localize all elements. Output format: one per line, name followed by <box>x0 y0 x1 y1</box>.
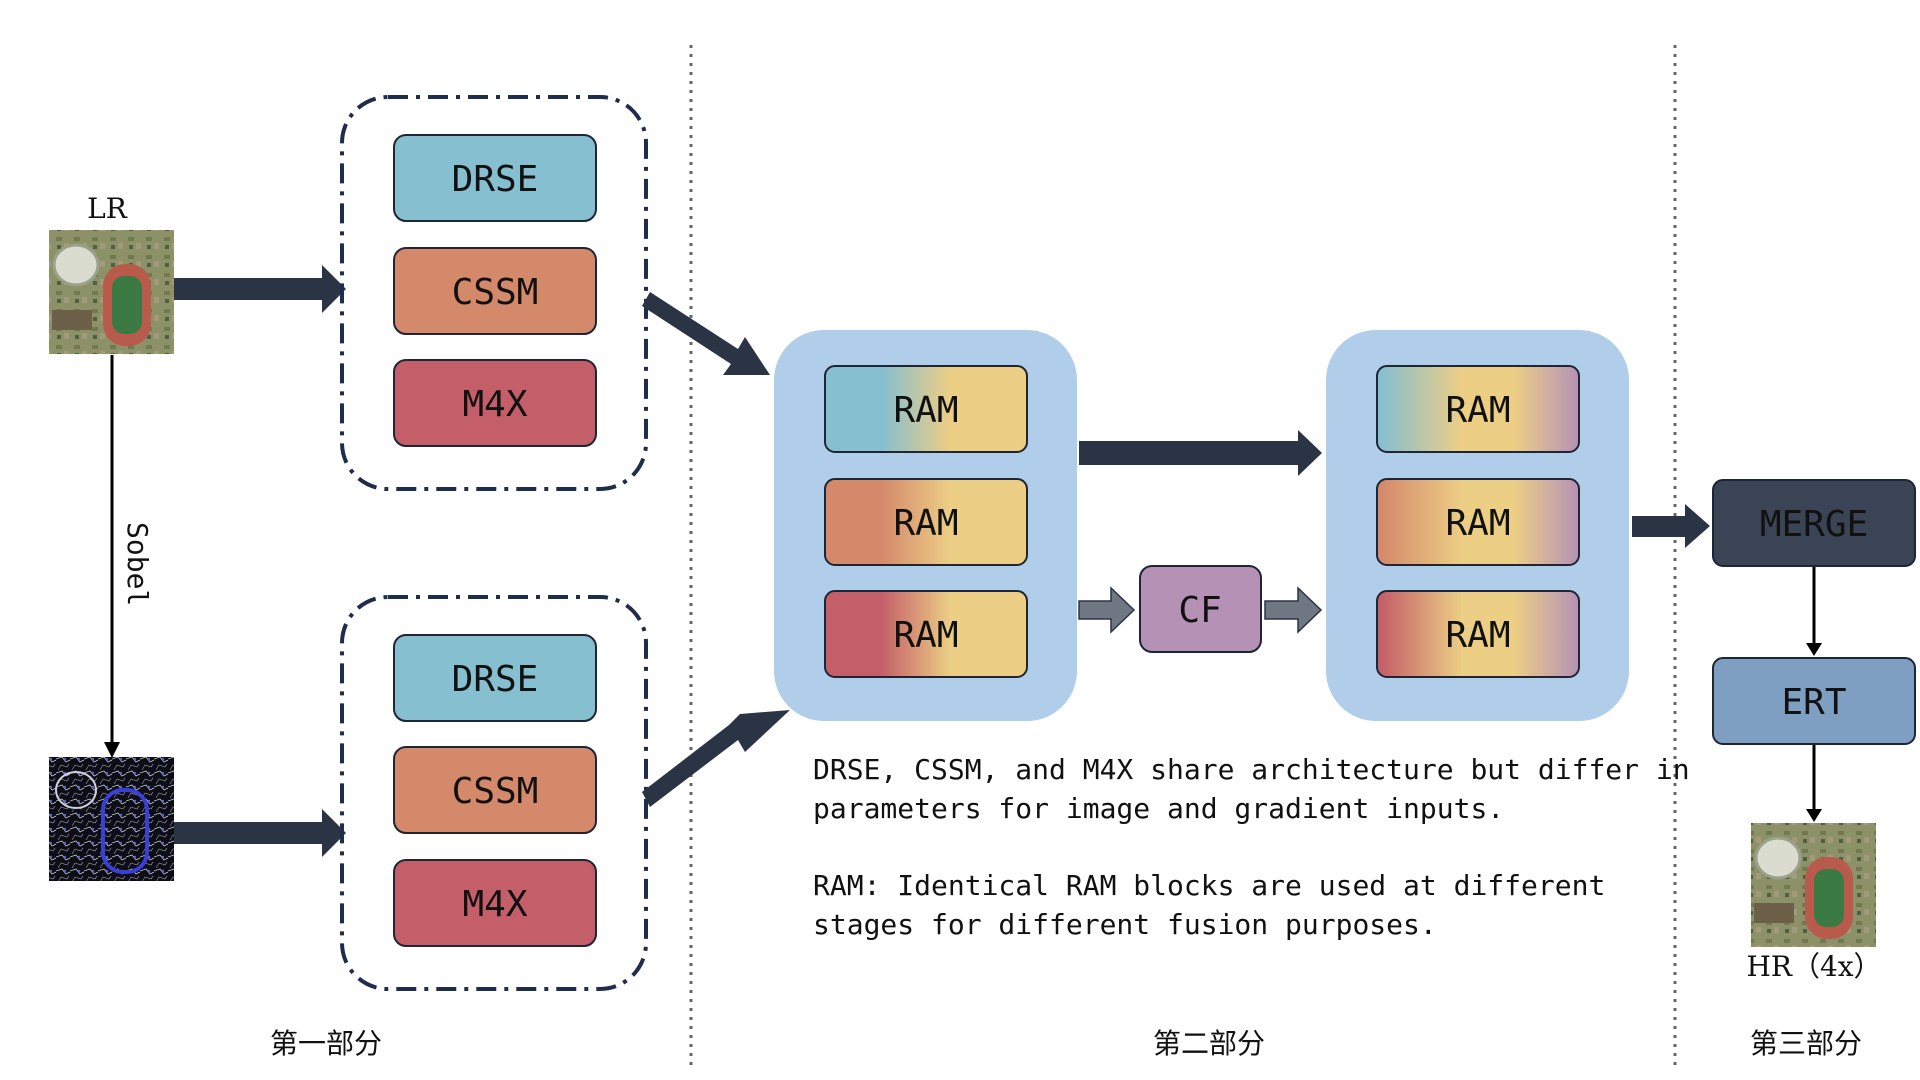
arrow-panel-to-panel <box>1079 430 1322 476</box>
note-line-2: parameters for image and gradient inputs… <box>813 792 1504 825</box>
note-line-3: RAM: Identical RAM blocks are used at di… <box>813 869 1605 902</box>
arrow-grad-to-group <box>174 809 346 857</box>
top-cssm-box: CSSM <box>393 247 597 335</box>
left-ram-1: RAM <box>824 365 1028 453</box>
left-ram-2-label: RAM <box>893 503 958 544</box>
top-drse-label: DRSE <box>452 159 539 200</box>
left-ram-2: RAM <box>824 478 1028 566</box>
arrow-panel-to-cf <box>1078 586 1136 634</box>
top-m4x-box: M4X <box>393 359 597 447</box>
part1-bottom-group <box>340 595 648 991</box>
right-ram-3: RAM <box>1376 590 1580 678</box>
part3-label: 第三部分 <box>1750 1027 1862 1060</box>
bottom-cssm-label: CSSM <box>452 771 539 812</box>
ert-box: ERT <box>1712 657 1916 745</box>
arrow-bottom-group-to-panel <box>642 710 790 807</box>
bottom-drse-box: DRSE <box>393 634 597 722</box>
merge-box: MERGE <box>1712 479 1916 567</box>
sobel-arrow-head <box>104 742 120 758</box>
part1-label: 第一部分 <box>270 1027 382 1060</box>
arrow-cf-to-panel <box>1264 586 1323 634</box>
left-ram-3-label: RAM <box>893 615 958 656</box>
bottom-cssm-box: CSSM <box>393 746 597 834</box>
part2-label: 第二部分 <box>1153 1027 1265 1060</box>
lr-image <box>49 230 174 354</box>
arrow-lr-to-group <box>174 265 346 313</box>
right-ram-3-label: RAM <box>1445 615 1510 656</box>
arrow-top-group-to-panel <box>642 292 770 375</box>
sobel-label: Sobel <box>121 522 154 606</box>
part1-top-group <box>340 95 648 491</box>
note-line-1: DRSE, CSSM, and M4X share architecture b… <box>813 753 1690 786</box>
gradient-image <box>49 757 174 881</box>
bottom-drse-label: DRSE <box>452 659 539 700</box>
lr-label: LR <box>87 192 128 225</box>
bottom-m4x-box: M4X <box>393 859 597 947</box>
right-ram-1: RAM <box>1376 365 1580 453</box>
right-ram-1-label: RAM <box>1445 390 1510 431</box>
cf-label: CF <box>1178 590 1221 631</box>
note-line-4: stages for different fusion purposes. <box>813 908 1437 941</box>
cf-box: CF <box>1139 565 1262 653</box>
hr-label: HR（4x） <box>1746 950 1881 983</box>
left-ram-3: RAM <box>824 590 1028 678</box>
left-ram-1-label: RAM <box>893 390 958 431</box>
top-drse-box: DRSE <box>393 134 597 222</box>
right-ram-2: RAM <box>1376 478 1580 566</box>
bottom-m4x-label: M4X <box>462 884 527 925</box>
arrow-panel-to-merge <box>1632 504 1710 548</box>
arrow-ert-to-hr-head <box>1806 809 1822 822</box>
ert-label: ERT <box>1781 682 1846 723</box>
merge-label: MERGE <box>1760 504 1868 545</box>
top-m4x-label: M4X <box>462 384 527 425</box>
hr-image <box>1751 823 1876 947</box>
arrow-merge-to-ert-head <box>1806 643 1822 656</box>
right-ram-2-label: RAM <box>1445 503 1510 544</box>
top-cssm-label: CSSM <box>452 272 539 313</box>
